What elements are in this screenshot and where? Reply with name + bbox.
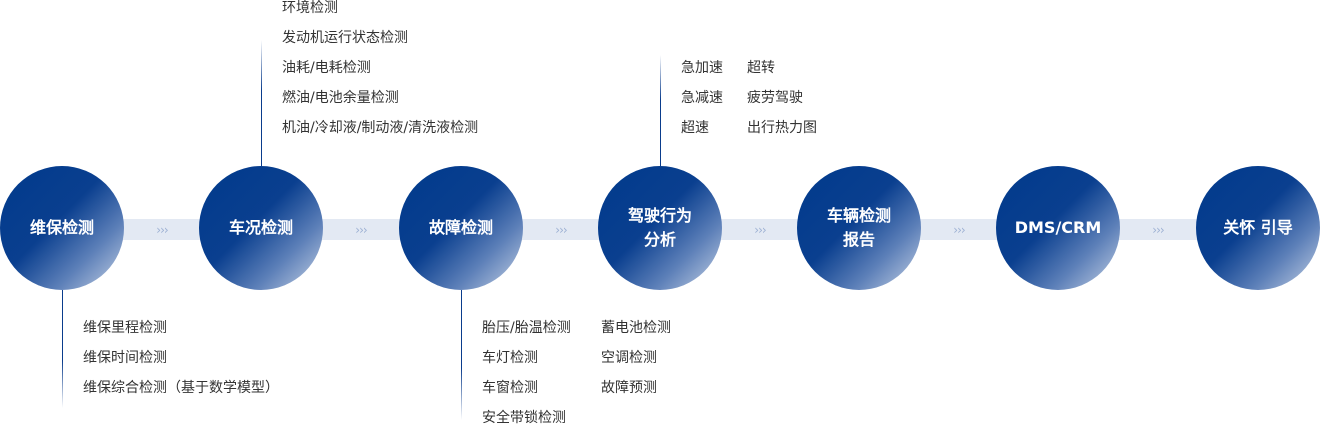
connector-line-fault: [461, 290, 462, 420]
list-item: 发动机运行状态检测: [282, 30, 408, 46]
list-item: 急加速: [681, 60, 723, 76]
list-item: 机油/冷却液/制动液/清洗液检测: [282, 120, 479, 136]
maintenance-list: 维保里程检测 维保时间检测 维保综合检测（基于数学模型）: [83, 313, 279, 403]
list-item: 超转: [747, 60, 775, 76]
list-item: 出行热力图: [747, 120, 817, 136]
arrow-4-5: ›››: [754, 223, 766, 237]
list-item: 车窗检测: [482, 380, 538, 396]
list-item: 燃油/电池余量检测: [282, 90, 399, 106]
list-item: 油耗/电耗检测: [282, 60, 371, 76]
arrow-5-6: ›››: [953, 223, 965, 237]
list-item: 故障预测: [601, 380, 657, 396]
arrow-1-2: ›››: [156, 223, 168, 237]
driving-list-col1: 急加速 急减速 超速: [681, 53, 723, 143]
list-item: 车灯检测: [482, 350, 538, 366]
connector-line-driving: [660, 55, 661, 166]
list-item: 空调检测: [601, 350, 657, 366]
list-item: 超速: [681, 120, 709, 136]
list-item: 安全带锁检测: [482, 410, 566, 426]
arrow-6-7: ›››: [1152, 223, 1164, 237]
arrow-2-3: ›››: [355, 223, 367, 237]
condition-list: 环境检测 发动机运行状态检测 油耗/电耗检测 燃油/电池余量检测 机油/冷却液/…: [282, 0, 478, 143]
step-dms-crm: DMS/CRM: [996, 166, 1120, 290]
step-maintenance: 维保检测: [0, 166, 124, 290]
step-care-guide: 关怀 引导: [1196, 166, 1320, 290]
connector-line-maintenance: [62, 290, 63, 408]
step-report: 车辆检测 报告: [797, 166, 921, 290]
list-item: 急减速: [681, 90, 723, 106]
step-driving-behavior: 驾驶行为 分析: [598, 166, 722, 290]
list-item: 维保综合检测（基于数学模型）: [83, 380, 279, 396]
list-item: 维保里程检测: [83, 320, 167, 336]
list-item: 疲劳驾驶: [747, 90, 803, 106]
driving-list-col2: 超转 疲劳驾驶 出行热力图: [747, 53, 817, 143]
connector-line-condition: [261, 40, 262, 166]
arrow-3-4: ›››: [555, 223, 567, 237]
fault-list-col2: 蓄电池检测 空调检测 故障预测: [601, 313, 671, 403]
list-item: 蓄电池检测: [601, 320, 671, 336]
fault-list-col1: 胎压/胎温检测 车灯检测 车窗检测 安全带锁检测: [482, 313, 571, 433]
step-fault: 故障检测: [399, 166, 523, 290]
step-condition: 车况检测: [199, 166, 323, 290]
list-item: 环境检测: [282, 0, 338, 16]
list-item: 维保时间检测: [83, 350, 167, 366]
list-item: 胎压/胎温检测: [482, 320, 571, 336]
